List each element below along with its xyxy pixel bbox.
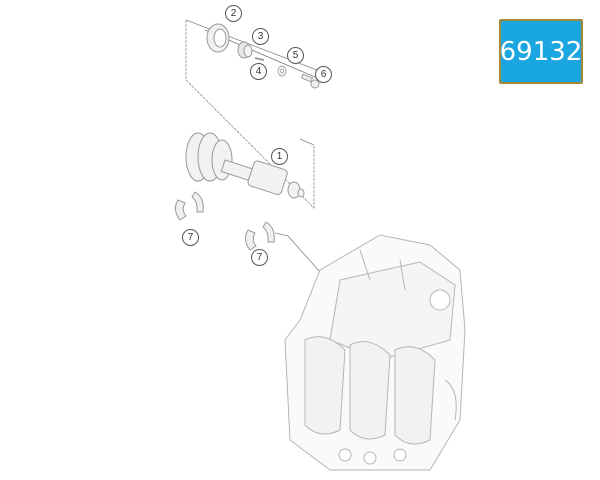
callout-2[interactable]: 2 [225, 5, 242, 22]
spring-ring-icon [254, 57, 265, 61]
balancer-shaft-icon [185, 132, 305, 199]
gear-ring-icon [206, 23, 230, 53]
bearing-shells-icon [174, 191, 204, 221]
callout-1[interactable]: 1 [271, 148, 288, 165]
callout-7-left[interactable]: 7 [182, 229, 199, 246]
bearing-shells-icon [244, 221, 275, 251]
nut-icon [300, 73, 320, 89]
pinion-gear-icon [237, 41, 253, 59]
callout-7-right[interactable]: 7 [251, 249, 268, 266]
callout-6[interactable]: 6 [315, 66, 332, 83]
callout-3[interactable]: 3 [252, 28, 269, 45]
diagram-number-badge: 69132 [499, 19, 583, 84]
callout-5[interactable]: 5 [287, 47, 304, 64]
diagram-number-label: 69132 [499, 36, 583, 67]
crankcase-icon [284, 234, 466, 471]
washer-icon [277, 65, 287, 77]
callout-4[interactable]: 4 [250, 63, 267, 80]
